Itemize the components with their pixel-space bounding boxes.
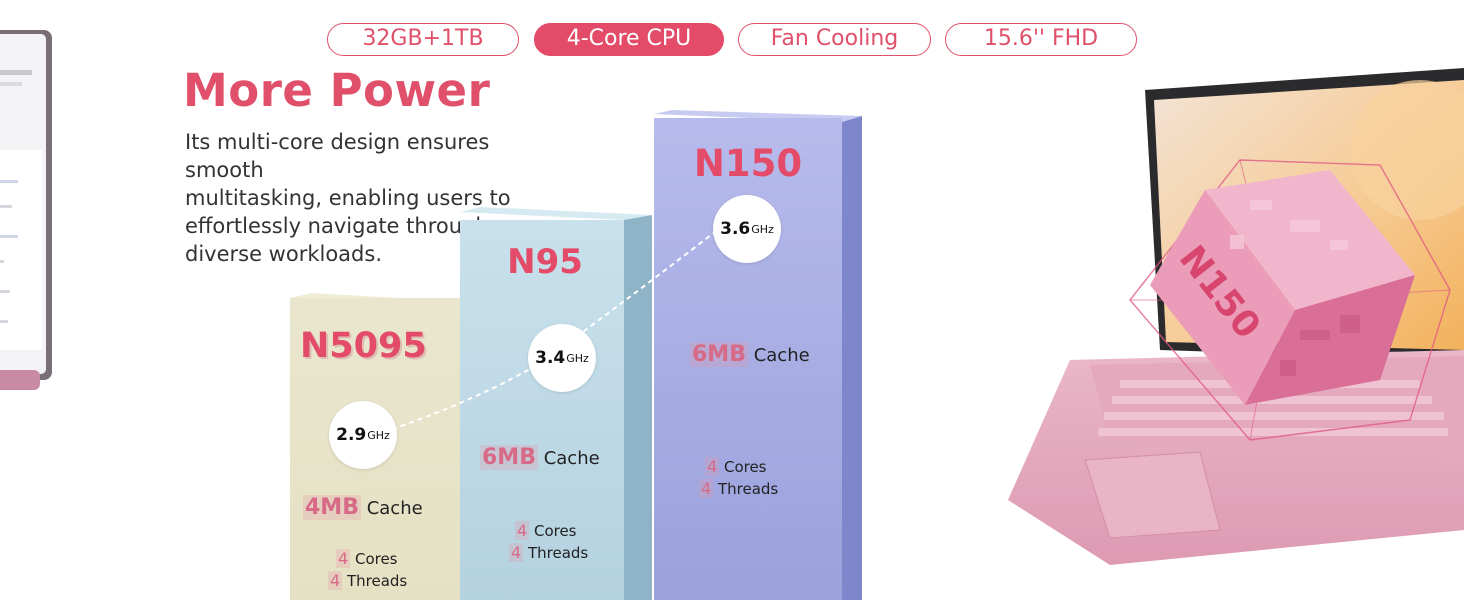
pill-cpu[interactable]: 4-Core CPU — [534, 23, 724, 56]
threads-count: 4 — [328, 571, 343, 590]
cores-count: 4 — [515, 521, 530, 540]
core-spec-n150: 4 Cores 4 Threads — [699, 456, 778, 500]
frequency-value: 2.9 — [336, 425, 367, 445]
description-line: Its multi-core design ensures smooth — [185, 130, 490, 182]
frequency-value: 3.6 — [720, 219, 751, 239]
threads-row: 4 Threads — [699, 478, 778, 500]
cores-label: Cores — [533, 522, 577, 540]
threads-label: Threads — [717, 480, 779, 498]
cores-row: 4 Cores — [699, 456, 778, 478]
threads-label: Threads — [527, 544, 589, 562]
cache-spec-n150: 6MB Cache — [690, 342, 810, 367]
cache-size: 6MB — [480, 445, 538, 470]
pill-display[interactable]: 15.6'' FHD — [945, 23, 1137, 56]
chip-name-n5095: N5095 — [300, 326, 427, 366]
description-line: effortlessly navigate through — [185, 214, 489, 238]
cache-spec-n95: 6MB Cache — [480, 445, 600, 470]
pill-cooling[interactable]: Fan Cooling — [738, 23, 931, 56]
left-laptop-image — [0, 30, 52, 390]
cache-size: 6MB — [690, 342, 748, 367]
cores-row: 4 Cores — [328, 548, 407, 570]
frequency-unit: GHz — [751, 222, 774, 236]
cache-size: 4MB — [303, 495, 361, 520]
frequency-unit: GHz — [566, 351, 589, 365]
chip-name-n150: N150 — [693, 142, 803, 185]
cores-count: 4 — [336, 549, 351, 568]
right-laptop-image: N150 — [1008, 68, 1464, 565]
pillar-n150-side — [842, 116, 862, 600]
cores-label: Cores — [354, 550, 398, 568]
page-title: More Power — [183, 64, 491, 117]
core-spec-n5095: 4 Cores 4 Threads — [328, 548, 407, 592]
pill-storage[interactable]: 32GB+1TB — [327, 23, 519, 56]
pillar-n95-side — [624, 215, 652, 600]
core-spec-n95: 4 Cores 4 Threads — [509, 520, 588, 564]
description-line: diverse workloads. — [185, 242, 382, 266]
pillar-n95-top — [460, 207, 652, 220]
frequency-trend-line — [374, 227, 721, 436]
chip-name-n95: N95 — [507, 242, 583, 282]
threads-row: 4 Threads — [509, 542, 588, 564]
cores-row: 4 Cores — [509, 520, 588, 542]
cache-label: Cache — [543, 448, 600, 469]
cache-label: Cache — [753, 345, 810, 366]
description-line: multitasking, enabling users to — [185, 186, 511, 210]
cores-label: Cores — [723, 458, 767, 476]
threads-count: 4 — [509, 543, 524, 562]
frequency-unit: GHz — [367, 428, 390, 442]
threads-count: 4 — [699, 479, 714, 498]
cache-spec-n5095: 4MB Cache — [303, 495, 423, 520]
frequency-value: 3.4 — [535, 348, 566, 368]
threads-label: Threads — [346, 572, 408, 590]
pillar-n95-front — [460, 220, 624, 600]
description: Its multi-core design ensures smooth mul… — [185, 128, 565, 268]
threads-row: 4 Threads — [328, 570, 407, 592]
cores-count: 4 — [705, 457, 720, 476]
cache-label: Cache — [366, 498, 423, 519]
